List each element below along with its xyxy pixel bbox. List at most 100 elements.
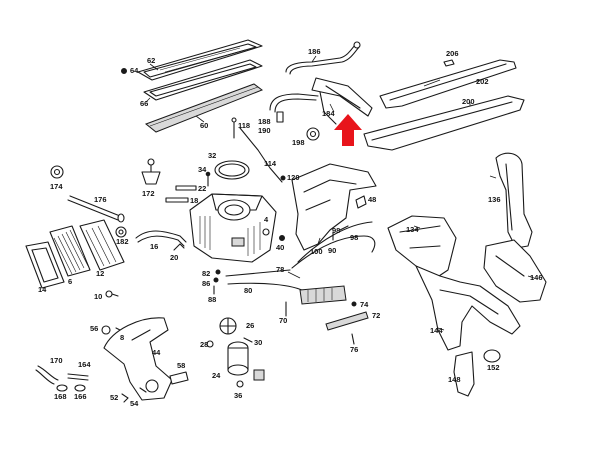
part-66-seal — [143, 59, 263, 101]
label-186: 186 — [308, 47, 321, 56]
label-152: 152 — [487, 363, 500, 372]
label-52: 52 — [110, 393, 118, 402]
label-176: 176 — [94, 195, 107, 204]
label-30: 30 — [254, 338, 262, 347]
label-14: 14 — [38, 285, 47, 294]
part-32-ring — [214, 160, 250, 180]
part-6-core — [49, 225, 91, 277]
part-60-filter — [144, 83, 264, 133]
label-54: 54 — [130, 399, 139, 408]
part-182-grommet — [115, 226, 127, 238]
label-118: 118 — [238, 121, 250, 130]
part-18-pin — [165, 197, 189, 203]
label-64: 64 — [130, 66, 139, 75]
label-82: 82 — [202, 269, 210, 278]
label-4: 4 — [264, 215, 269, 224]
label-66: 66 — [140, 99, 148, 108]
part-52-clip — [121, 393, 129, 403]
label-76: 76 — [350, 345, 358, 354]
label-6: 6 — [68, 277, 72, 286]
label-74: 74 — [360, 300, 369, 309]
part-136-duct — [495, 152, 533, 249]
part-dash-frame — [291, 163, 377, 251]
part-198-grommet — [306, 127, 320, 141]
label-170: 170 — [50, 356, 63, 365]
label-28: 28 — [200, 340, 208, 349]
part-98b-bracket — [339, 225, 349, 231]
part-152-ring — [483, 349, 501, 363]
label-58: 58 — [177, 361, 185, 370]
label-26: 26 — [246, 321, 254, 330]
part-188-hose — [269, 93, 319, 113]
label-56: 56 — [90, 324, 98, 333]
part-58-plate — [169, 371, 189, 385]
label-22: 22 — [198, 184, 206, 193]
part-12-core — [79, 219, 125, 271]
part-22-pin — [175, 185, 197, 191]
part-184-duct — [311, 77, 373, 125]
part-26-fan — [219, 317, 237, 335]
part-86-nut — [213, 277, 219, 283]
part-48-clip — [355, 195, 367, 209]
label-34: 34 — [198, 165, 207, 174]
label-144: 144 — [430, 326, 443, 335]
part-166-clamp — [74, 384, 86, 392]
label-48: 48 — [368, 195, 376, 204]
part-40-nut — [279, 235, 285, 241]
part-200-trim-cover — [363, 95, 525, 151]
label-134: 134 — [406, 225, 419, 234]
part-168-clamp — [56, 384, 68, 392]
label-198: 198 — [292, 138, 305, 147]
label-8: 8 — [120, 333, 124, 342]
part-10-screw — [105, 290, 119, 298]
part-98-rod — [297, 221, 373, 263]
label-114: 114 — [264, 159, 277, 168]
label-182: 182 — [116, 237, 129, 246]
part-62-panel — [137, 39, 263, 81]
part-202-trim-strip — [379, 59, 517, 109]
label-190: 190 — [258, 126, 271, 135]
part-16-hose — [135, 230, 187, 247]
label-24: 24 — [212, 371, 221, 380]
part-120-screw — [280, 175, 286, 181]
part-186-hose — [285, 41, 361, 75]
part-76-screw — [351, 333, 355, 345]
label-98-lower: 98 — [350, 233, 358, 242]
label-86: 86 — [202, 279, 210, 288]
label-120: 120 — [287, 173, 300, 182]
part-74-nut — [351, 301, 357, 307]
label-20: 20 — [170, 253, 178, 262]
part-114-rod — [239, 127, 283, 183]
label-80: 80 — [244, 286, 252, 295]
part-146-duct — [483, 239, 547, 303]
label-88: 88 — [208, 295, 216, 304]
part-56-grommet — [101, 325, 111, 335]
label-90: 90 — [328, 246, 336, 255]
part-164-hose — [67, 373, 89, 381]
part-80-cable — [227, 282, 307, 293]
leader-lines — [145, 55, 535, 331]
part-54-bolt — [139, 387, 147, 393]
part-190-clamp — [276, 111, 284, 123]
part-64-clip — [121, 68, 127, 74]
label-148: 148 — [448, 375, 461, 384]
part-4-bolt — [262, 228, 270, 236]
part-148-duct — [453, 351, 475, 397]
label-202: 202 — [476, 77, 489, 86]
label-164: 164 — [78, 360, 91, 369]
part-24-motor — [227, 341, 265, 381]
part-100-cable — [291, 235, 376, 269]
part-control-unit — [299, 285, 347, 305]
label-60: 60 — [200, 121, 208, 130]
part-176-pipe — [67, 195, 125, 223]
part-172-valve — [141, 158, 161, 185]
label-62: 62 — [147, 56, 155, 65]
part-170-hose — [35, 365, 59, 385]
part-labels: 62 64 66 60 118 186 184 188 190 198 206 … — [38, 47, 543, 408]
label-72: 72 — [372, 311, 380, 320]
label-184: 184 — [322, 109, 335, 118]
label-166: 166 — [74, 392, 87, 401]
part-14-frame — [25, 241, 65, 289]
label-98-upper: 98 — [332, 226, 340, 235]
